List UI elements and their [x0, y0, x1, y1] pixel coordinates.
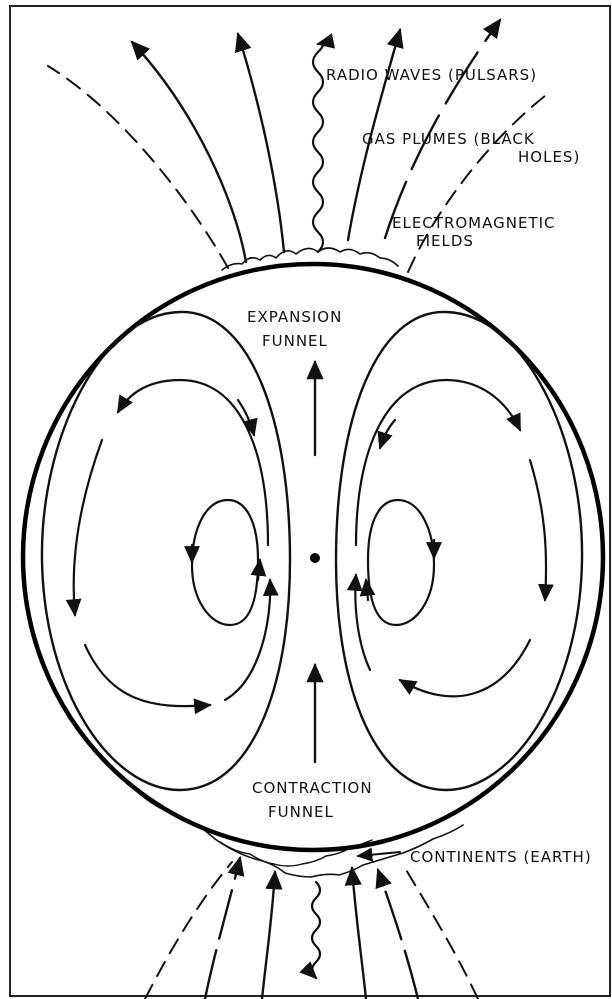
bottom-arrow-line-mid-left	[262, 872, 275, 999]
label-gas-plumes-cont: HOLES)	[518, 148, 580, 166]
top-arrow-line-mid-left	[238, 34, 284, 252]
bottom-dashed-line-right	[405, 868, 478, 999]
left-middle-loop-side	[74, 440, 102, 615]
label-radio-waves: RADIO WAVES (PULSARS)	[326, 66, 537, 84]
left-middle-loop-return	[225, 580, 270, 700]
left-inner-loop	[192, 500, 258, 625]
label-continents: CONTINENTS (EARTH)	[410, 848, 592, 866]
left-middle-loop-top	[118, 380, 268, 545]
center-point	[310, 553, 320, 563]
gas-plume-line	[385, 20, 500, 238]
right-inner-left-arrow	[366, 580, 368, 600]
bottom-continents-crust-inner	[220, 840, 372, 866]
label-contraction-funnel-cont: FUNNEL	[268, 803, 334, 821]
top-dashed-field-line-left	[48, 66, 228, 268]
bottom-arrow-line-mid-right	[352, 868, 366, 999]
bottom-dashed-line-left	[145, 862, 232, 999]
right-middle-loop-bottom	[400, 640, 530, 696]
left-middle-loop-bottom	[85, 645, 210, 706]
label-em-fields-cont: FIELDS	[416, 232, 474, 250]
label-gas-plumes: GAS PLUMES (BLACK	[362, 130, 535, 148]
right-upper-left-arrow	[380, 420, 395, 448]
top-arrow-line-left	[132, 42, 246, 262]
label-em-fields: ELECTROMAGNETIC	[392, 214, 556, 232]
bottom-arrow-line-right	[378, 870, 418, 999]
label-expansion-funnel-cont: FUNNEL	[262, 332, 328, 350]
right-inner-loop	[368, 500, 434, 625]
bottom-inflow-lines	[145, 852, 478, 999]
radio-wave-line	[313, 44, 323, 252]
top-polar-cap	[222, 248, 398, 270]
bottom-arrow-line-left	[205, 858, 240, 999]
label-expansion-funnel: EXPANSION	[247, 308, 342, 326]
right-middle-loop-side	[530, 460, 546, 600]
bottom-wave-line	[312, 882, 320, 978]
label-contraction-funnel: CONTRACTION	[252, 779, 373, 797]
right-middle-loop-top	[356, 380, 520, 545]
